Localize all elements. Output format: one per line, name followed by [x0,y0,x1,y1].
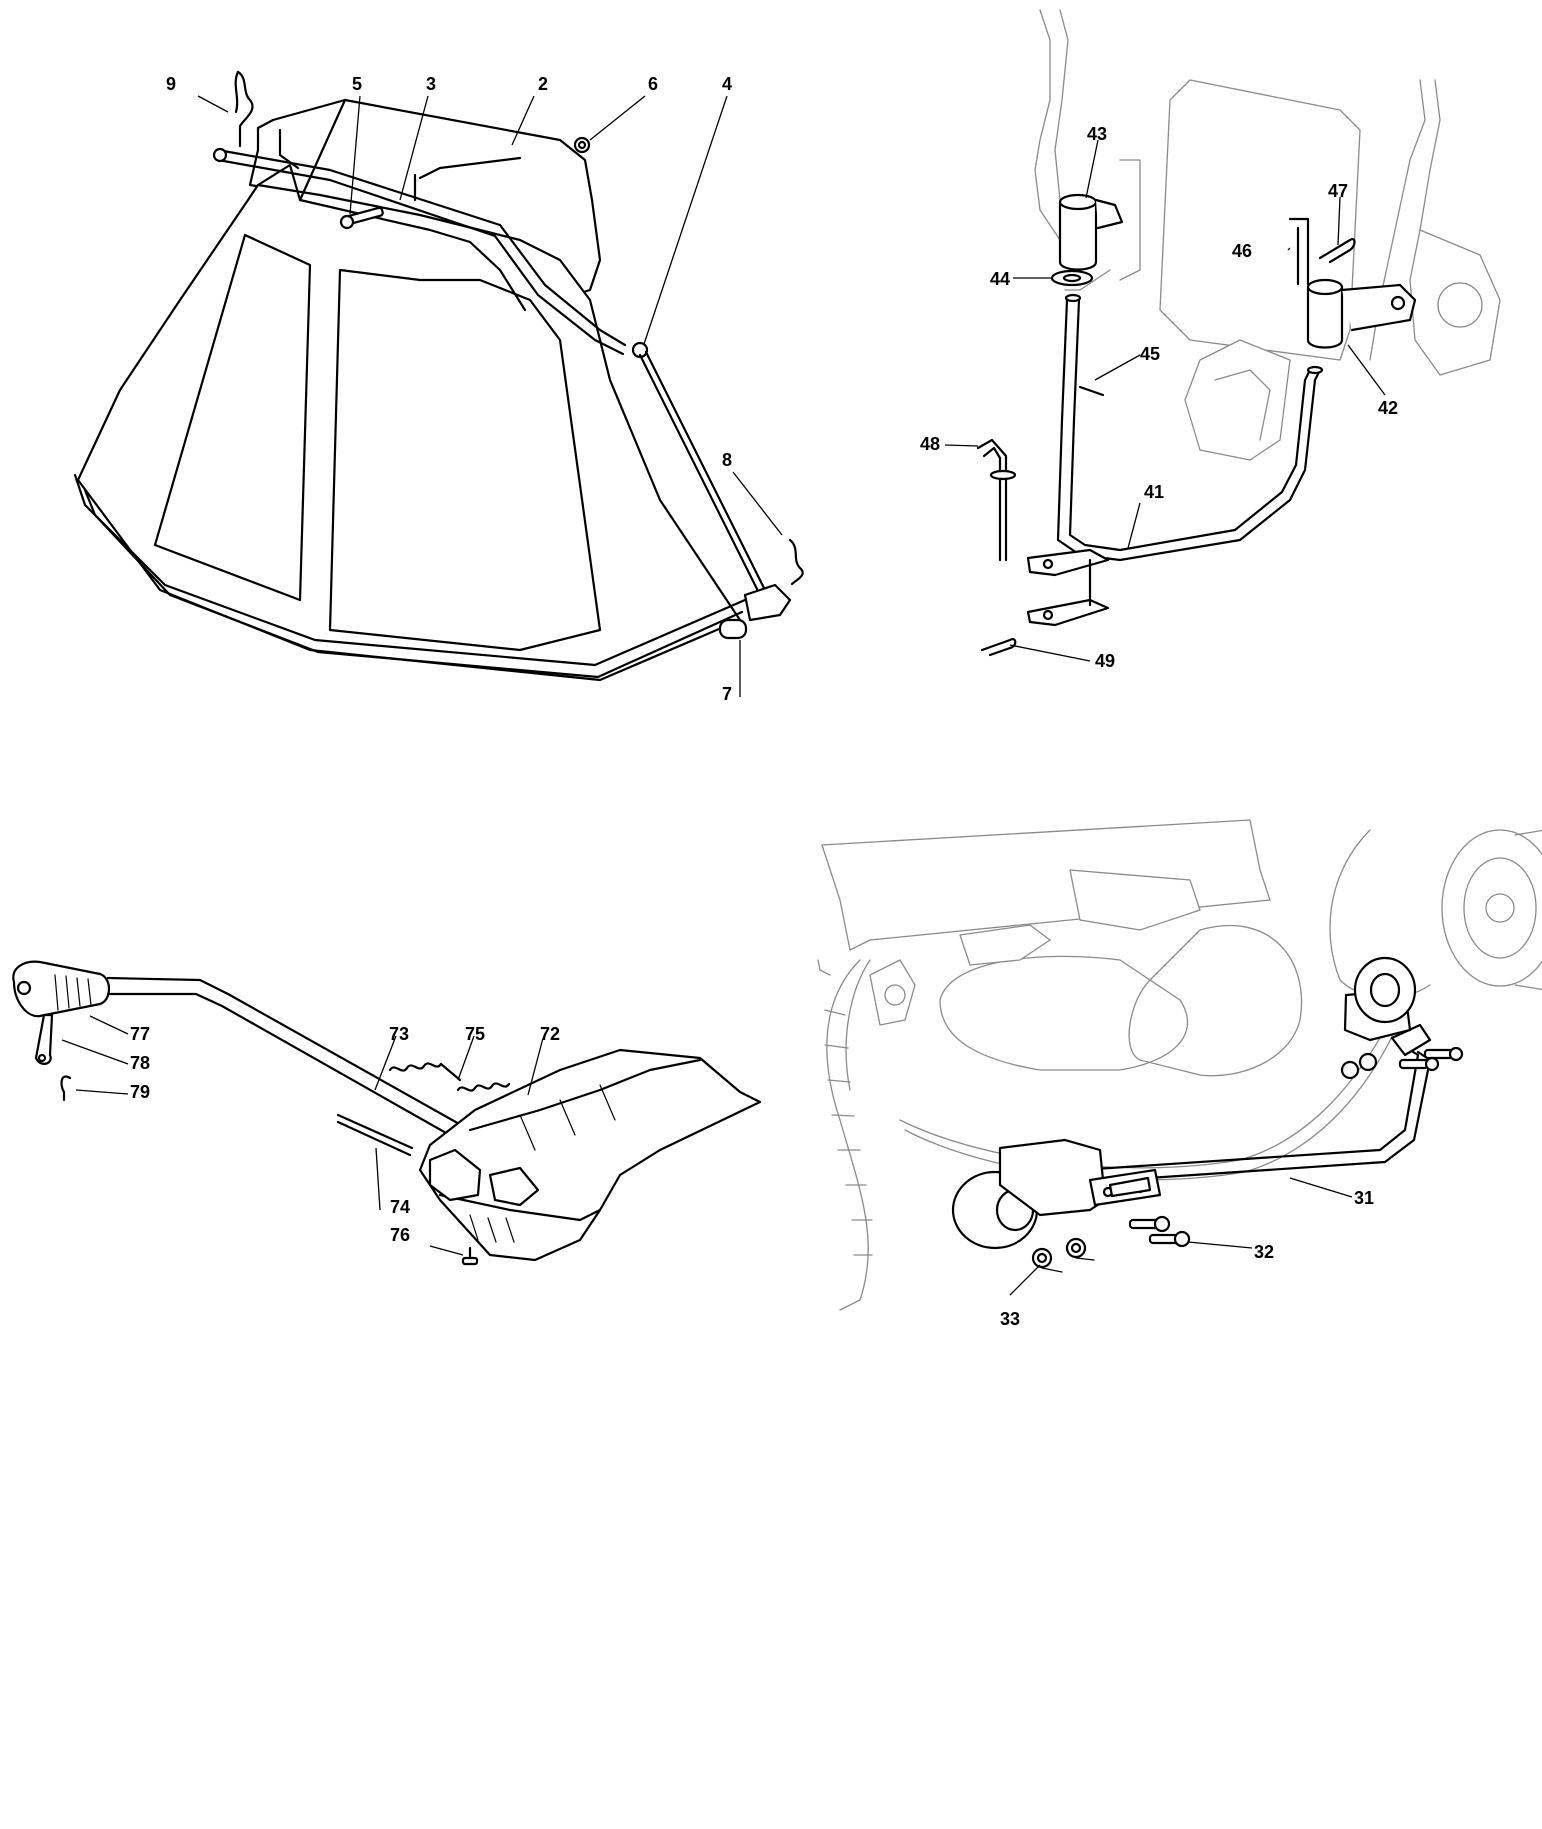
callout-73: 73 [389,1024,409,1044]
callout-41: 41 [1144,482,1164,502]
callout-9: 9 [166,74,176,94]
callout-2: 2 [538,74,548,94]
callout-4: 4 [722,74,732,94]
callout-45: 45 [1140,344,1160,364]
callout-77: 77 [130,1024,150,1044]
callout-8: 8 [722,450,732,470]
callout-72: 72 [540,1024,560,1044]
callout-31: 31 [1354,1188,1374,1208]
callout-49: 49 [1095,651,1115,671]
callout-43: 43 [1087,124,1107,144]
callout-42: 42 [1378,398,1398,418]
callout-48: 48 [920,434,940,454]
callout-76: 76 [390,1225,410,1245]
view-lever-and-deflector: 77 78 79 73 75 72 74 76 [12,960,762,1266]
callout-75: 75 [465,1024,485,1044]
view-grass-catcher: 9 5 3 2 6 4 8 7 [73,70,804,704]
callout-44: 44 [990,269,1010,289]
callout-74: 74 [390,1197,410,1217]
callout-78: 78 [130,1053,150,1073]
callout-3: 3 [426,74,436,94]
callout-7: 7 [722,684,732,704]
callout-33: 33 [1000,1309,1020,1329]
callout-47: 47 [1328,181,1348,201]
callout-32: 32 [1254,1242,1274,1262]
callout-6: 6 [648,74,658,94]
callout-79: 79 [130,1082,150,1102]
view-catcher-support-frame: 43 47 46 44 45 42 48 41 49 [920,9,1501,671]
view-deck-roller-bar: 31 32 33 [817,819,1542,1329]
callout-46: 46 [1232,241,1252,261]
callout-5: 5 [352,74,362,94]
